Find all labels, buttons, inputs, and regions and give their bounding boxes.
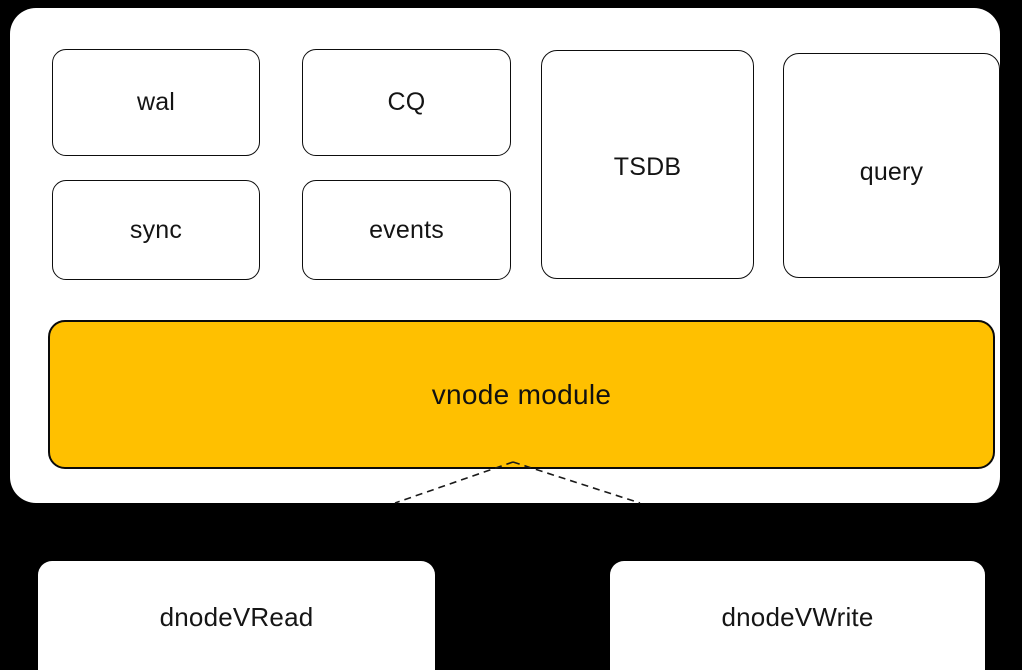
vnode-module-bar[interactable]: vnode module <box>48 320 995 469</box>
module-box-sync[interactable]: sync <box>52 180 260 280</box>
module-box-events[interactable]: events <box>302 180 511 280</box>
module-box-wal[interactable]: wal <box>52 49 260 156</box>
dnode-label-dnodevread: dnodeVRead <box>159 602 314 632</box>
dnode-label-dnodevwrite: dnodeVWrite <box>721 602 874 632</box>
dnode-box-dnodevwrite[interactable]: dnodeVWrite <box>610 561 985 670</box>
module-box-query[interactable]: query <box>783 53 1000 278</box>
dnode-box-dnodevread[interactable]: dnodeVRead <box>38 561 435 670</box>
vnode-module-label: vnode module <box>431 378 612 410</box>
module-label-query: query <box>859 158 924 186</box>
module-box-tsdb[interactable]: TSDB <box>541 50 754 279</box>
vnode-container: wal CQ sync events TSDB query vnode modu… <box>10 8 1000 503</box>
module-box-cq[interactable]: CQ <box>302 49 511 156</box>
module-label-tsdb: TSDB <box>613 153 682 181</box>
module-label-cq: CQ <box>387 88 426 116</box>
module-label-sync: sync <box>129 215 183 244</box>
module-label-wal: wal <box>136 88 176 116</box>
module-label-events: events <box>369 215 444 244</box>
